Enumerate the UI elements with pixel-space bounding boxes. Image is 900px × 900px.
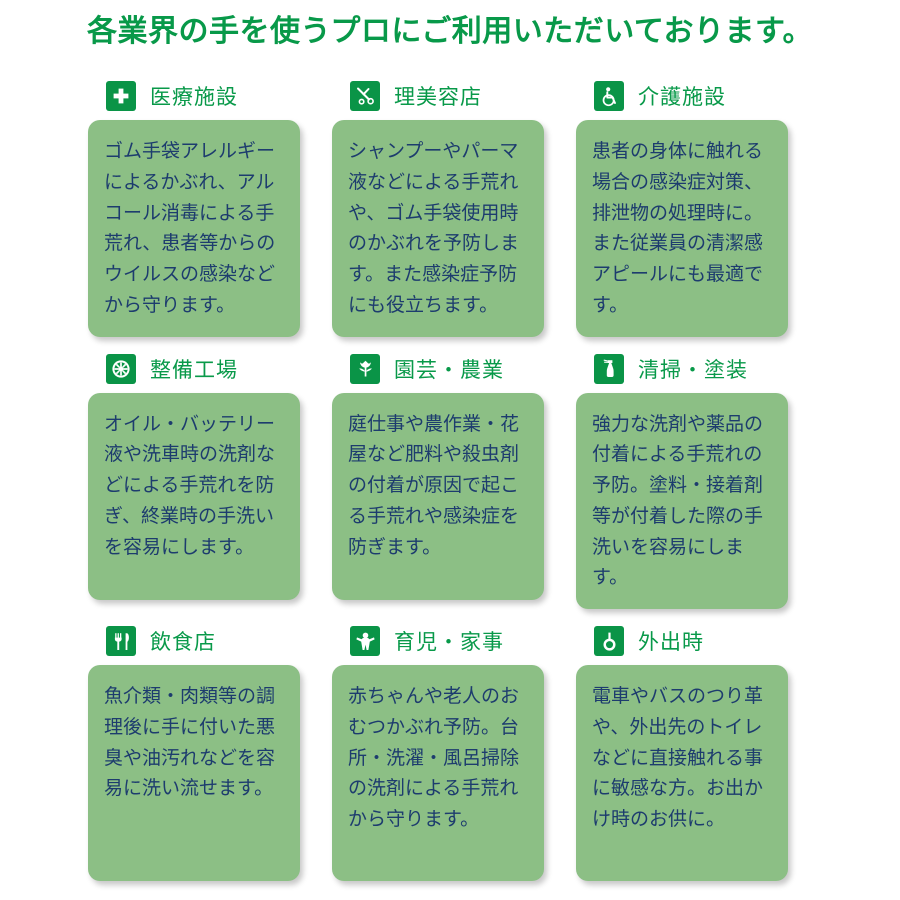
card-header: 育児・家事	[332, 617, 544, 665]
card-label: 飲食店	[150, 630, 216, 655]
card-header: 整備工場	[88, 345, 300, 393]
card-label: 理美容店	[394, 85, 482, 109]
card-body-text: 赤ちゃんや老人のおむつかぶれ予防。台所・洗濯・風呂掃除の洗剤による手荒れから守り…	[332, 665, 544, 882]
card-label: 医療施設	[150, 85, 238, 109]
industry-card-gardening: 園芸・農業 庭仕事や農作業・花屋など肥料や殺虫剤の付着が原因で起こる手荒れや感染…	[332, 345, 544, 610]
card-body-text: 患者の身体に触れる場合の感染症対策、排泄物の処理時に。また従業員の清潔感アピール…	[576, 120, 788, 337]
tulip-flower-icon	[350, 353, 380, 384]
card-label: 外出時	[638, 630, 704, 655]
card-label: 園芸・農業	[394, 357, 504, 382]
card-body-text: 魚介類・肉類等の調理後に手に付いた悪臭や油汚れなどを容易に洗い流せます。	[88, 665, 300, 882]
card-body-text: オイル・バッテリー液や洗車時の洗剤などによる手荒れを防ぎ、終業時の手洗いを容易に…	[88, 392, 300, 600]
card-body-text: 電車やバスのつり革や、外出先のトイレなどに直接触れる事に敏感な方。お出かけ時のお…	[576, 665, 788, 882]
tire-wheel-icon	[106, 353, 136, 384]
card-body-text: ゴム手袋アレルギーによるかぶれ、アルコール消毒による手荒れ、患者等からのウイルス…	[88, 120, 300, 337]
industry-card-childcare: 育児・家事 赤ちゃんや老人のおむつかぶれ予防。台所・洗濯・風呂掃除の洗剤による手…	[332, 617, 544, 882]
hanging-strap-icon	[594, 626, 624, 657]
card-header: 外出時	[576, 617, 788, 665]
card-label: 清掃・塗装	[638, 357, 748, 382]
scissors-icon	[350, 81, 380, 111]
industry-card-salon: 理美容店 シャンプーやパーマ液などによる手荒れや、ゴム手袋使用時のかぶれを予防し…	[332, 72, 544, 337]
card-label: 介護施設	[638, 85, 726, 109]
card-label: 育児・家事	[394, 630, 504, 655]
card-header: 介護施設	[576, 72, 788, 120]
card-header: 飲食店	[88, 617, 300, 665]
card-header: 理美容店	[332, 72, 544, 120]
card-body-text: 庭仕事や農作業・花屋など肥料や殺虫剤の付着が原因で起こる手荒れや感染症を防ぎます…	[332, 392, 544, 600]
fork-knife-icon	[106, 626, 136, 657]
wheelchair-icon	[594, 81, 624, 111]
industry-card-cleaning: 清掃・塗装 強力な洗剤や薬品の付着による手荒れの予防。塗料・接着剤等が付着した際…	[576, 345, 788, 610]
card-header: 医療施設	[88, 72, 300, 120]
card-body-text: 強力な洗剤や薬品の付着による手荒れの予防。塗料・接着剤等が付着した際の手洗いを容…	[576, 392, 788, 610]
industry-card-nursing: 介護施設 患者の身体に触れる場合の感染症対策、排泄物の処理時に。また従業員の清潔…	[576, 72, 788, 337]
card-header: 園芸・農業	[332, 345, 544, 393]
child-figure-icon	[350, 626, 380, 657]
card-body-text: シャンプーやパーマ液などによる手荒れや、ゴム手袋使用時のかぶれを予防します。また…	[332, 120, 544, 337]
industry-card-restaurant: 飲食店 魚介類・肉類等の調理後に手に付いた悪臭や油汚れなどを容易に洗い流せます。	[88, 617, 300, 882]
page-title: 各業界の手を使うプロにご利用いただいております。	[87, 14, 813, 49]
medical-cross-icon	[106, 81, 136, 111]
industry-card-outing: 外出時 電車やバスのつり革や、外出先のトイレなどに直接触れる事に敏感な方。お出か…	[576, 617, 788, 882]
industry-card-medical: 医療施設 ゴム手袋アレルギーによるかぶれ、アルコール消毒による手荒れ、患者等から…	[88, 72, 300, 337]
industry-card-garage: 整備工場 オイル・バッテリー液や洗車時の洗剤などによる手荒れを防ぎ、終業時の手洗…	[88, 345, 300, 610]
industry-card-grid: 医療施設 ゴム手袋アレルギーによるかぶれ、アルコール消毒による手荒れ、患者等から…	[88, 72, 812, 882]
card-header: 清掃・塗装	[576, 345, 788, 393]
card-label: 整備工場	[150, 357, 238, 382]
spray-bottle-icon	[594, 353, 624, 384]
